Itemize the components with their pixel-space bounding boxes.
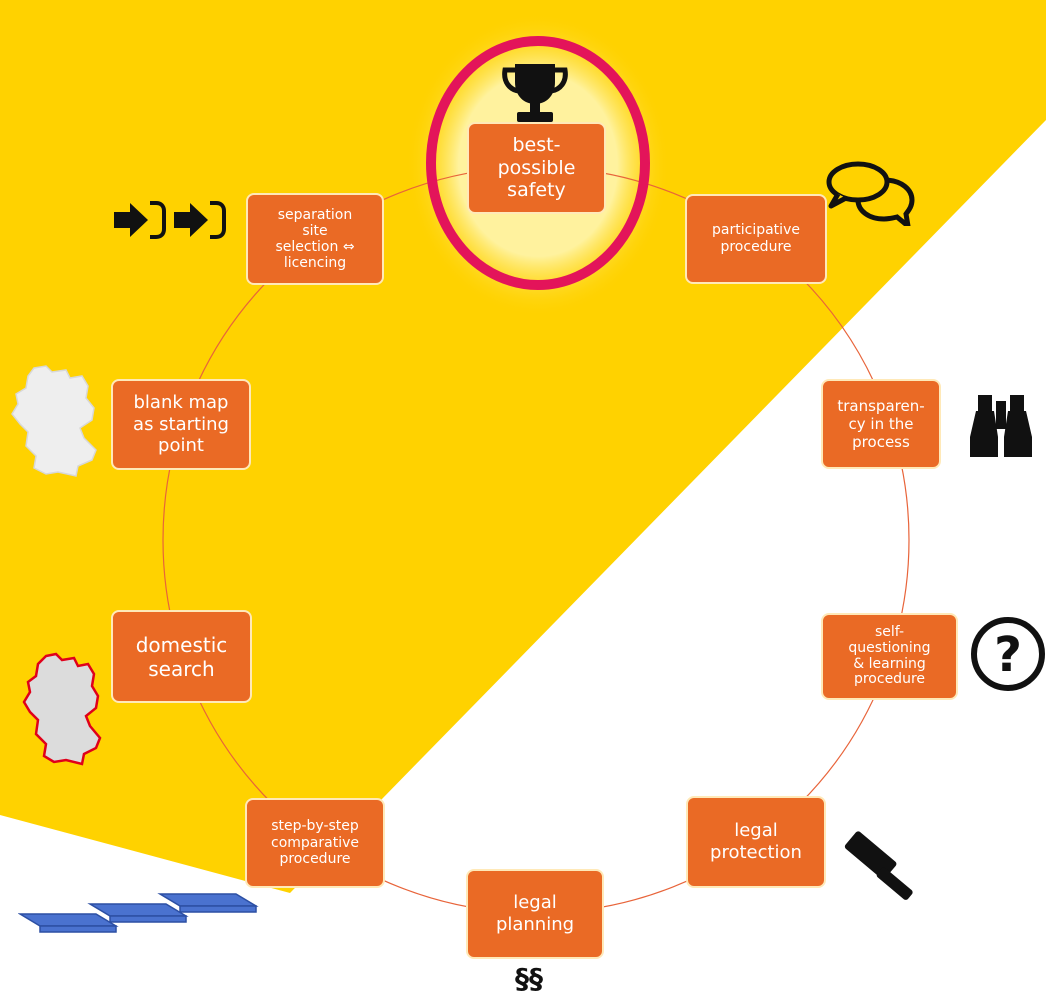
germany-map-icon [11,365,97,477]
speech-bubbles-icon [826,161,915,226]
node-legal-planning: legal planning [466,869,604,959]
node-blank-map: blank map as starting point [111,379,251,470]
node-transparency: transparen- cy in the process [821,379,941,469]
steps-icon [18,893,259,933]
arrow-enter-icon-1 [114,201,166,239]
node-self-questioning: self- questioning & learning procedure [821,613,958,700]
arrow-enter-icon-2 [174,201,226,239]
germany-map-red-border-icon [22,652,102,766]
binoculars-icon [970,395,1032,457]
node-separation: separation site selection ⇔ licencing [246,193,384,285]
node-best-possible-safety: best- possible safety [467,122,606,214]
svg-text:?: ? [994,627,1022,683]
paragraph-symbol-icon: §§ [515,962,543,995]
node-legal-protection: legal protection [686,796,826,888]
node-participative-procedure: participative procedure [685,194,827,284]
question-icon: ? [971,617,1045,691]
trophy-icon [502,64,568,122]
gavel-icon [844,831,913,900]
node-domestic-search: domestic search [111,610,252,703]
highlight-ring [426,36,650,290]
node-step-by-step: step-by-step comparative procedure [245,798,385,888]
